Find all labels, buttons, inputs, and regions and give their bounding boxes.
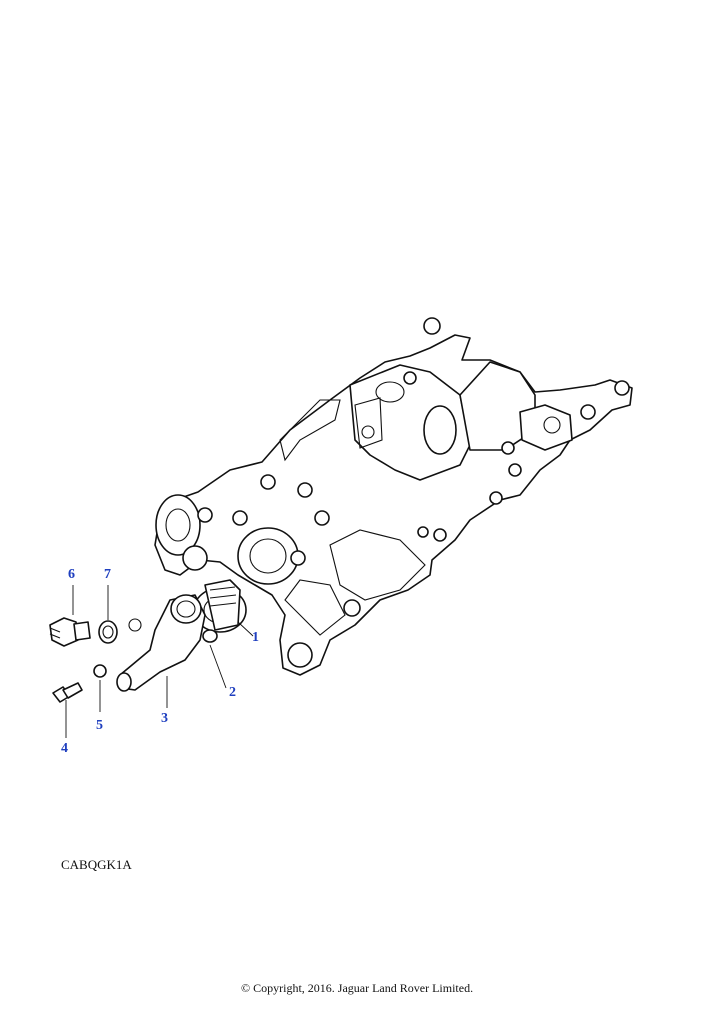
illustration-code: CABQGK1A xyxy=(61,857,132,872)
washer-drawing xyxy=(98,620,118,644)
callout-6[interactable]: 6 xyxy=(68,567,75,582)
leader-lines xyxy=(65,585,254,738)
seal-drawing xyxy=(202,629,218,643)
callout-5[interactable]: 5 xyxy=(96,718,103,733)
clip-drawing xyxy=(93,664,107,678)
callout-3[interactable]: 3 xyxy=(161,711,168,726)
callout-2[interactable]: 2 xyxy=(229,685,236,700)
copyright-notice: © Copyright, 2016. Jaguar Land Rover Lim… xyxy=(241,981,474,995)
temperature-sensor-drawing xyxy=(49,617,91,647)
callout-1[interactable]: 1 xyxy=(252,630,259,645)
callout-7[interactable]: 7 xyxy=(104,567,111,582)
thermostat-drawing xyxy=(193,579,247,633)
callout-4[interactable]: 4 xyxy=(61,741,68,756)
bolt-drawing xyxy=(52,682,83,703)
intake-manifold-drawing xyxy=(154,317,633,676)
thermostat-housing-drawing xyxy=(116,594,206,692)
